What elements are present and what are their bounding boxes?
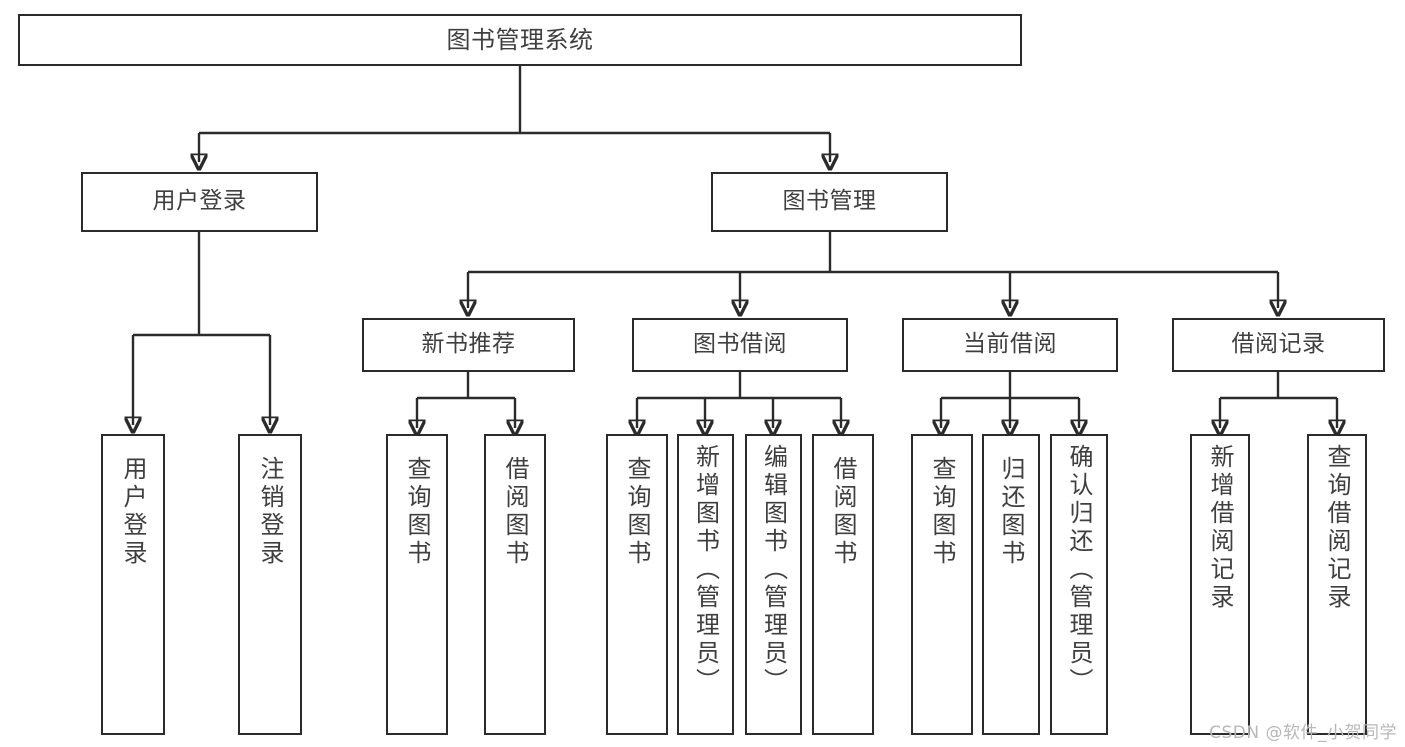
leaf-return-book[interactable]: 归还图书: [982, 434, 1040, 735]
node-label: 借阅图书: [501, 456, 529, 568]
node-user-login[interactable]: 用户登录: [81, 172, 318, 232]
node-label: 新增借阅记录: [1206, 444, 1234, 612]
node-label: 归还图书: [997, 456, 1025, 568]
leaf-query-borrow-record[interactable]: 查询借阅记录: [1307, 434, 1367, 735]
node-label: 编辑图书（管理员）: [759, 444, 788, 696]
leaf-add-borrow-record[interactable]: 新增借阅记录: [1190, 434, 1250, 735]
node-label: 图书借阅: [693, 331, 787, 358]
node-current-borrow[interactable]: 当前借阅: [902, 318, 1118, 372]
leaf-add-book-admin[interactable]: 新增图书（管理员）: [677, 434, 734, 735]
leaf-query-book-current[interactable]: 查询图书: [911, 434, 973, 735]
leaf-borrow-book-recommend[interactable]: 借阅图书: [484, 434, 546, 735]
leaf-edit-book-admin[interactable]: 编辑图书（管理员）: [745, 434, 802, 735]
leaf-logout-login[interactable]: 注销登录: [238, 434, 302, 735]
csdn-watermark: CSDN @软件_小贺同学: [1209, 723, 1397, 743]
node-label: 新增图书（管理员）: [691, 444, 720, 696]
node-label: 新书推荐: [421, 331, 516, 358]
node-label: 用户登录: [152, 188, 247, 215]
leaf-confirm-return-admin[interactable]: 确认归还（管理员）: [1050, 434, 1108, 735]
node-root-book-management-system[interactable]: 图书管理系统: [18, 14, 1022, 66]
node-label: 查询图书: [928, 456, 956, 568]
node-book-borrow[interactable]: 图书借阅: [632, 318, 848, 372]
node-label: 注销登录: [256, 456, 284, 568]
node-label: 借阅图书: [829, 456, 857, 568]
node-label: 查询图书: [623, 456, 651, 568]
node-label: 当前借阅: [963, 331, 1057, 358]
node-label: 借阅记录: [1231, 331, 1326, 358]
node-label: 确认归还（管理员）: [1065, 444, 1093, 696]
node-borrow-record[interactable]: 借阅记录: [1172, 318, 1385, 372]
leaf-query-book-borrow[interactable]: 查询图书: [606, 434, 668, 735]
node-label: 图书管理: [782, 188, 877, 215]
node-label: 查询借阅记录: [1323, 444, 1351, 612]
node-label: 查询图书: [403, 456, 431, 568]
node-label: 图书管理系统: [446, 25, 594, 54]
leaf-borrow-book-borrow[interactable]: 借阅图书: [812, 434, 874, 735]
leaf-query-book-recommend[interactable]: 查询图书: [386, 434, 448, 735]
node-new-book-recommend[interactable]: 新书推荐: [362, 318, 575, 372]
node-label: 用户登录: [119, 456, 147, 568]
node-book-management[interactable]: 图书管理: [711, 172, 948, 232]
leaf-user-login[interactable]: 用户登录: [101, 434, 165, 735]
